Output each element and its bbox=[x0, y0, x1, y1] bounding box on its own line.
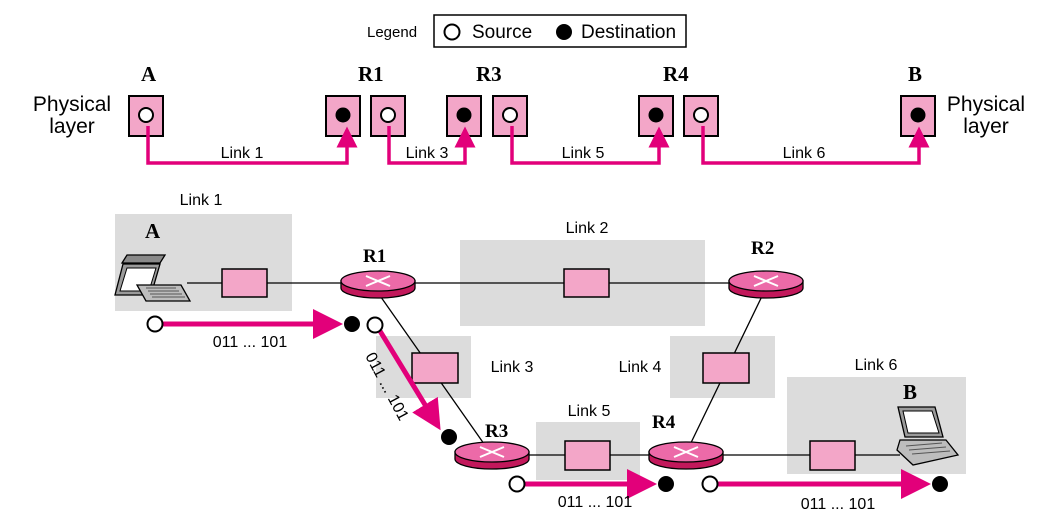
source-icon bbox=[693, 107, 709, 123]
top-node-r3-label: R3 bbox=[476, 62, 502, 86]
source-icon bbox=[146, 315, 164, 333]
link-3-module bbox=[411, 352, 459, 384]
link-2-module bbox=[563, 268, 610, 298]
router-r2 bbox=[728, 270, 804, 299]
physical-layer-right-line2: layer bbox=[963, 115, 1009, 138]
top-node-a-label: A bbox=[141, 62, 157, 86]
source-icon bbox=[138, 107, 154, 123]
bottom-link-3-label: Link 3 bbox=[491, 359, 534, 376]
router-r4 bbox=[648, 441, 724, 470]
router-r3-label: R3 bbox=[485, 421, 508, 442]
physical-link-1-path bbox=[146, 126, 358, 165]
destination-icon bbox=[441, 429, 457, 445]
bottom-link-4-label: Link 4 bbox=[619, 359, 662, 376]
top-link-5-label: Link 5 bbox=[562, 145, 605, 162]
router-r4-label: R4 bbox=[652, 412, 676, 433]
top-node-r1-label: R1 bbox=[358, 62, 384, 86]
bitstream-link-3-arrow bbox=[377, 329, 441, 431]
router-r3 bbox=[454, 441, 530, 470]
destination-icon bbox=[932, 476, 948, 492]
bitstream-link-1-label: 011 ... 101 bbox=[213, 334, 288, 351]
network-topology: Link 1 Link 2 Link 3 Link 4 Link 5 Link … bbox=[114, 192, 966, 513]
physical-link-5-path bbox=[510, 126, 670, 165]
port-box-r4-source bbox=[683, 95, 719, 137]
destination-icon bbox=[344, 316, 360, 332]
source-icon bbox=[701, 475, 719, 493]
physical-layer-view: A R1 R3 R4 B Physical layer Physical lay… bbox=[33, 62, 1025, 165]
legend: Legend Source Destination bbox=[367, 14, 687, 48]
top-link-3-label: Link 3 bbox=[406, 145, 449, 162]
laptop-b-icon bbox=[896, 406, 960, 466]
physical-layer-right-line1: Physical bbox=[947, 93, 1025, 116]
destination-icon bbox=[335, 107, 351, 123]
source-icon bbox=[380, 107, 396, 123]
router-r1-label: R1 bbox=[363, 246, 386, 267]
link-5-module bbox=[564, 440, 611, 471]
destination-icon bbox=[658, 476, 674, 492]
bitstream-link-5-label: 011 ... 101 bbox=[558, 494, 633, 511]
bottom-link-5-label: Link 5 bbox=[568, 403, 611, 420]
source-icon bbox=[366, 316, 384, 334]
router-r1 bbox=[340, 270, 416, 299]
physical-link-6-path bbox=[701, 126, 930, 165]
bottom-link-1-label: Link 1 bbox=[180, 192, 223, 209]
legend-title: Legend bbox=[367, 24, 417, 41]
bottom-node-a-label: A bbox=[145, 219, 161, 243]
bottom-link-6-label: Link 6 bbox=[855, 357, 898, 374]
physical-link-3-path bbox=[387, 126, 476, 165]
top-node-r4-label: R4 bbox=[663, 62, 689, 86]
bitstream-link-6-label: 011 ... 101 bbox=[801, 496, 876, 513]
physical-layer-left-line2: layer bbox=[49, 115, 95, 138]
top-node-b-label: B bbox=[908, 62, 922, 86]
legend-destination-icon bbox=[556, 24, 572, 40]
legend-destination-label: Destination bbox=[581, 22, 676, 43]
top-link-6-label: Link 6 bbox=[783, 145, 826, 162]
destination-icon bbox=[648, 107, 664, 123]
legend-source-label: Source bbox=[472, 22, 532, 43]
destination-icon bbox=[456, 107, 472, 123]
source-icon bbox=[502, 107, 518, 123]
destination-icon bbox=[910, 107, 926, 123]
laptop-a-icon bbox=[114, 254, 192, 302]
legend-source-icon bbox=[443, 23, 461, 41]
bottom-node-b-label: B bbox=[903, 380, 917, 404]
physical-layer-left-line1: Physical bbox=[33, 93, 111, 116]
top-link-1-label: Link 1 bbox=[221, 145, 264, 162]
link-4-module bbox=[702, 352, 750, 384]
source-icon bbox=[508, 475, 526, 493]
link-6-module bbox=[809, 440, 856, 471]
link-1-module bbox=[221, 268, 268, 298]
bottom-link-2-label: Link 2 bbox=[566, 220, 609, 237]
router-r2-label: R2 bbox=[751, 238, 774, 259]
